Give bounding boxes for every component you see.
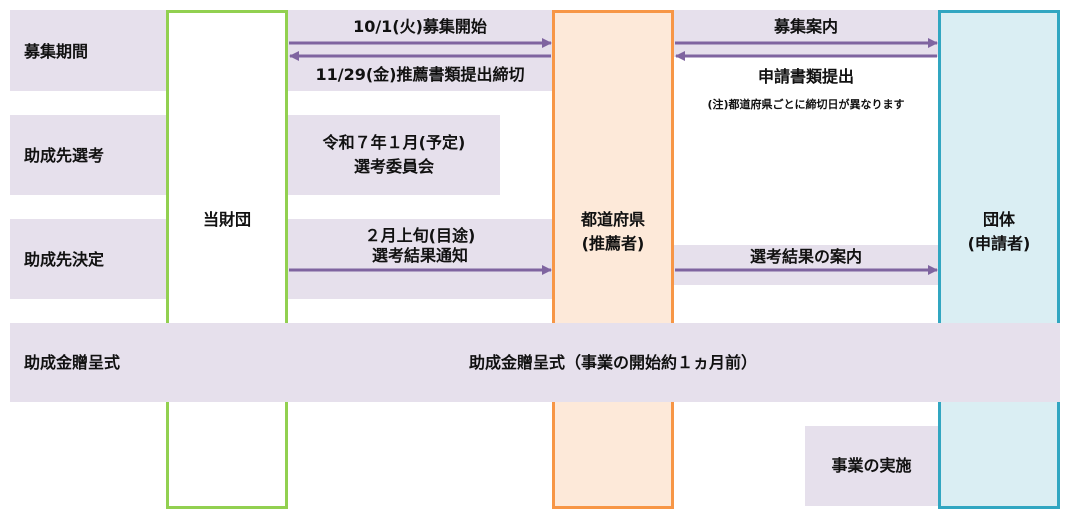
column-label-group-role: (申請者) — [967, 234, 1031, 253]
column-label-foundation: 当財団 — [202, 210, 251, 229]
band-decision-left — [288, 219, 552, 299]
flow-decision-guide: 選考結果の案内 — [749, 247, 862, 266]
column-label-prefecture-role: (推薦者) — [581, 234, 645, 253]
column-group — [938, 10, 1060, 509]
row-label-ceremony: 助成金贈呈式 — [24, 353, 121, 372]
band-selection-label — [10, 115, 166, 195]
flow-decision-date: ２月上旬(目途) — [364, 226, 476, 245]
flow-recruitment-info: 募集案内 — [773, 17, 838, 36]
flow-decision-notice: 選考結果通知 — [371, 246, 468, 265]
row-label-decision: 助成先決定 — [24, 250, 105, 269]
flow-project-implementation: 事業の実施 — [831, 456, 912, 475]
band-decision-label — [10, 219, 166, 299]
flow-application-submit: 申請書類提出 — [757, 67, 854, 86]
row-label-selection: 助成先選考 — [24, 146, 105, 165]
flow-recruitment-start: 10/1(火)募集開始 — [353, 17, 487, 36]
flow-selection-date: 令和７年１月(予定) — [322, 133, 466, 152]
band-selection-box — [288, 115, 500, 195]
column-label-prefecture: 都道府県 — [580, 210, 645, 229]
band-decision-right — [674, 245, 938, 285]
flow-recommendation-deadline: 11/29(金)推薦書類提出締切 — [315, 65, 525, 84]
column-label-group: 団体 — [982, 210, 1015, 229]
band-ceremony-overlay — [10, 323, 1060, 402]
band-recruitment-label — [10, 10, 166, 91]
column-foundation — [166, 10, 288, 509]
flow-ceremony-detail: 助成金贈呈式（事業の開始約１ヵ月前） — [468, 353, 757, 372]
flow-deadline-note: (注)都道府県ごとに締切日が異なります — [707, 98, 905, 111]
band-implementation — [805, 426, 938, 506]
flow-selection-committee: 選考委員会 — [353, 157, 434, 176]
band-recruitment-left — [288, 10, 552, 91]
band-recruitment-right — [674, 10, 938, 57]
column-prefecture — [552, 10, 674, 509]
row-label-recruitment: 募集期間 — [24, 42, 89, 61]
